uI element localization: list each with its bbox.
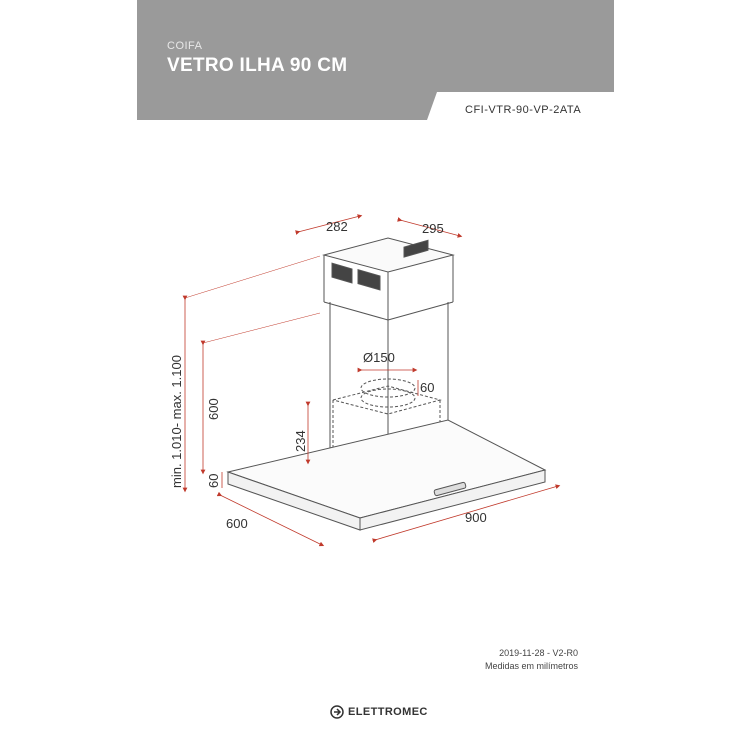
- date-version: 2019-11-28 - V2-R0: [499, 648, 578, 658]
- header-background: [137, 0, 614, 120]
- chimney: [322, 237, 455, 488]
- units-note: Medidas em milímetros: [484, 661, 578, 671]
- dim-width: 900: [465, 510, 487, 525]
- brand-logo: ELETTROMEC: [330, 705, 428, 719]
- elettromec-logo-icon: [330, 705, 344, 719]
- dim-total-height: min. 1.010- max. 1.100: [169, 355, 184, 488]
- dim-chimney-depth: 295: [422, 221, 444, 236]
- dim-motor-height: 234: [293, 430, 308, 452]
- brand-name: ELETTROMEC: [348, 706, 428, 718]
- product-title: VETRO ILHA 90 CM: [167, 55, 348, 76]
- dimension-labels: 282 295 min. 1.010- max. 1.100 600 60 23…: [169, 219, 487, 531]
- dim-duct-height: 60: [420, 380, 434, 395]
- dim-depth: 600: [226, 516, 248, 531]
- model-code: CFI-VTR-90-VP-2ATA: [465, 104, 582, 116]
- dim-duct-diameter: Ø150: [363, 350, 395, 365]
- hood-base: [226, 419, 547, 531]
- dim-base-height: 60: [206, 474, 221, 488]
- dim-body-height: 600: [206, 398, 221, 420]
- header-banner: COIFA VETRO ILHA 90 CM CFI-VTR-90-VP-2AT…: [137, 0, 614, 120]
- dim-chimney-width: 282: [326, 219, 348, 234]
- product-category: COIFA: [167, 40, 203, 52]
- dimension-lines: [182, 214, 561, 547]
